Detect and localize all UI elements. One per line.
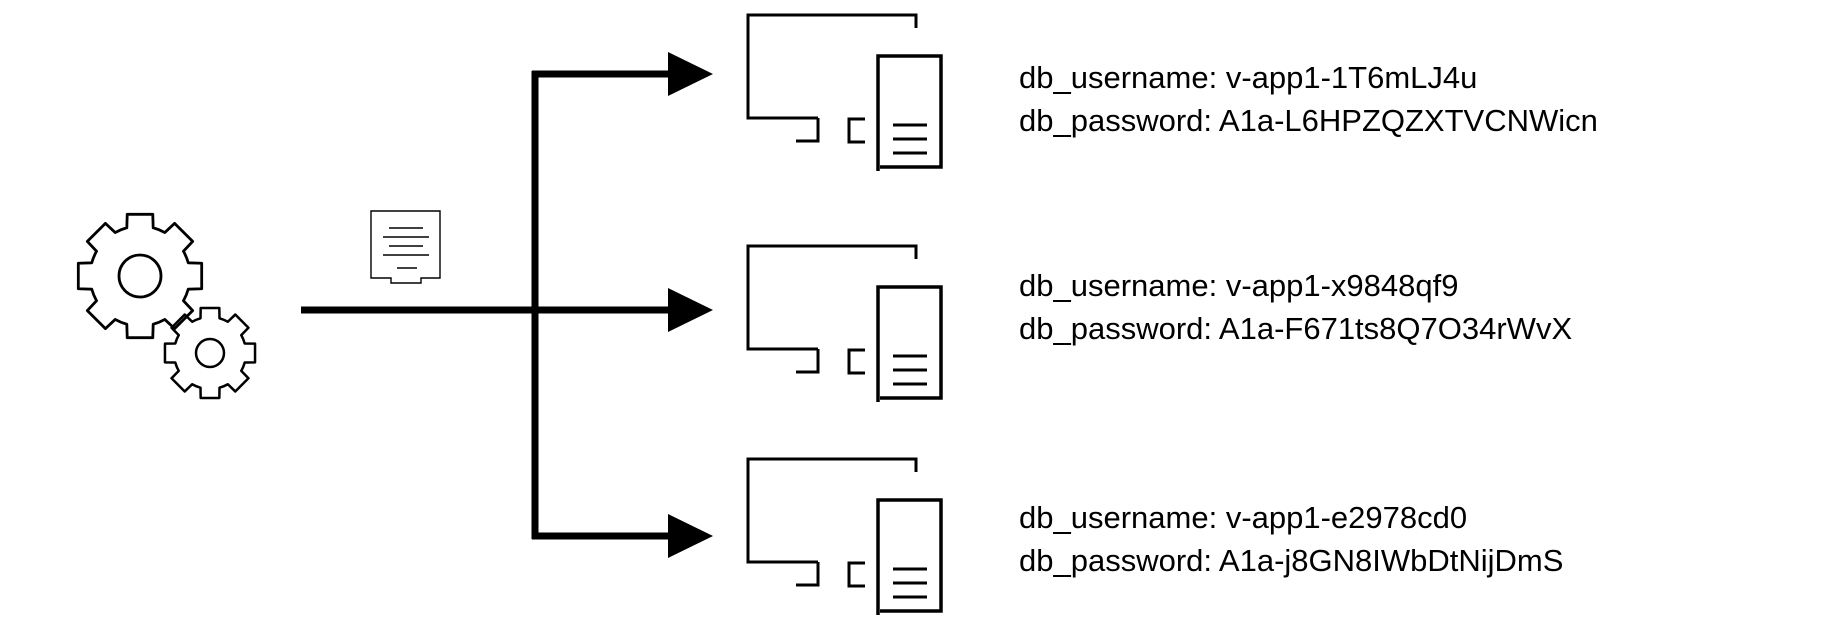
branch-arrow-top xyxy=(532,52,713,96)
password-line: db_password: A1a-F671ts8Q7O34rWvX xyxy=(1019,307,1799,350)
server-hook xyxy=(796,349,820,374)
branch-arrow-bottom xyxy=(532,514,713,558)
username-line: db_username: v-app1-1T6mLJ4u xyxy=(1019,56,1799,99)
gears-icon xyxy=(76,212,257,400)
server-back-frame xyxy=(746,13,918,120)
password-line: db_password: A1a-j8GN8IWbDtNijDmS xyxy=(1019,539,1799,582)
password-key: db_password xyxy=(1019,543,1204,578)
gear-hole xyxy=(117,253,163,299)
username-key: db_username xyxy=(1019,500,1209,535)
key-separator: : xyxy=(1208,268,1226,303)
username-value: v-app1-x9848qf9 xyxy=(1225,268,1459,303)
username-key: db_username xyxy=(1019,60,1209,95)
branch-arrow-middle xyxy=(535,288,713,332)
gear-hole xyxy=(194,337,226,369)
document-icon xyxy=(370,210,441,284)
key-separator: : xyxy=(1203,311,1219,346)
server-front-unit xyxy=(876,498,943,615)
gear-outline xyxy=(163,306,257,400)
server-bracket xyxy=(847,561,865,588)
large-gear-icon xyxy=(76,212,204,340)
gear-outline xyxy=(76,212,204,340)
server-bracket xyxy=(847,348,865,375)
credential-block: db_username: v-app1-x9848qf9 db_password… xyxy=(1019,264,1799,350)
password-value: A1a-j8GN8IWbDtNijDmS xyxy=(1218,543,1564,578)
password-line: db_password: A1a-L6HPZQZXTVCNWicn xyxy=(1019,99,1799,142)
server-back-frame xyxy=(746,457,918,564)
server-bracket xyxy=(847,117,865,144)
password-value: A1a-L6HPZQZXTVCNWicn xyxy=(1218,103,1598,138)
username-value: v-app1-e2978cd0 xyxy=(1225,500,1468,535)
small-gear-icon xyxy=(163,306,257,400)
application-server-icon xyxy=(746,244,943,402)
application-server-icon xyxy=(746,457,943,615)
server-back-frame xyxy=(746,244,918,351)
username-line: db_username: v-app1-x9848qf9 xyxy=(1019,264,1799,307)
username-value: v-app1-1T6mLJ4u xyxy=(1225,60,1478,95)
credential-block: db_username: v-app1-e2978cd0 db_password… xyxy=(1019,496,1799,582)
password-key: db_password xyxy=(1019,103,1204,138)
key-separator: : xyxy=(1203,103,1219,138)
key-separator: : xyxy=(1203,543,1219,578)
key-separator: : xyxy=(1208,60,1226,95)
username-key: db_username xyxy=(1019,268,1209,303)
server-hook xyxy=(796,562,820,587)
key-separator: : xyxy=(1208,500,1226,535)
username-line: db_username: v-app1-e2978cd0 xyxy=(1019,496,1799,539)
application-server-icon xyxy=(746,13,943,171)
server-front-unit xyxy=(876,54,943,171)
password-value: A1a-F671ts8Q7O34rWvX xyxy=(1218,311,1573,346)
server-hook xyxy=(796,118,820,143)
credential-block: db_username: v-app1-1T6mLJ4u db_password… xyxy=(1019,56,1799,142)
password-key: db_password xyxy=(1019,311,1204,346)
server-front-unit xyxy=(876,285,943,402)
